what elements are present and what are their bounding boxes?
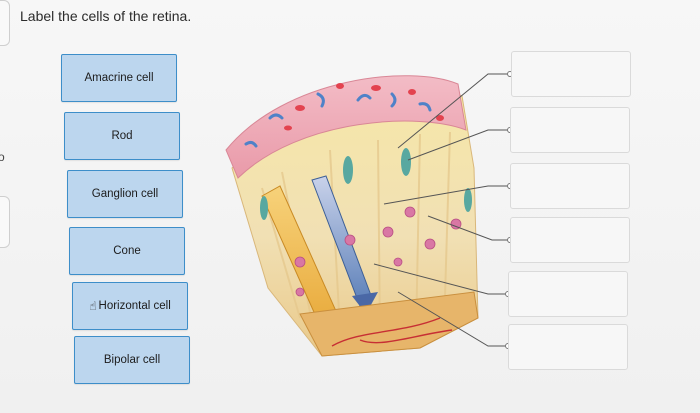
label-card-rod[interactable]: Rod [64, 112, 180, 160]
red-cells [284, 83, 444, 131]
rod-arrow-tip [352, 292, 378, 314]
drop-target-4[interactable] [510, 217, 630, 263]
label-card-cone[interactable]: Cone [69, 227, 185, 275]
edge-glyph: o [0, 150, 5, 164]
hand-pointer-icon: ☝ [89, 299, 97, 313]
vascular-layer [225, 75, 467, 179]
label-text: Ganglion cell [91, 188, 159, 200]
leader-lines [373, 73, 510, 347]
label-card-amacrine[interactable]: Amacrine cell [61, 54, 177, 102]
question-prompt: Label the cells of the retina. [20, 8, 192, 24]
neuron-cells [294, 206, 462, 297]
drop-target-2[interactable] [510, 107, 630, 153]
blood-cells [244, 92, 432, 148]
left-edge-tab-top[interactable] [0, 0, 10, 46]
label-text: Bipolar cell [103, 354, 161, 366]
drop-target-3[interactable] [510, 163, 630, 209]
left-edge-tab-middle[interactable] [0, 196, 10, 248]
lower-vessels [331, 317, 453, 347]
label-card-ganglion[interactable]: Ganglion cell [67, 170, 183, 218]
drop-target-6[interactable] [508, 324, 628, 370]
label-text: Cone [113, 245, 141, 257]
teal-cells [260, 148, 472, 220]
drop-target-5[interactable] [508, 271, 628, 317]
label-card-bipolar[interactable]: Bipolar cell [74, 336, 190, 384]
label-text: Amacrine cell [84, 72, 154, 84]
label-text: Horizontal cell [98, 300, 171, 312]
label-card-horizontal[interactable]: ☝ Horizontal cell [72, 282, 188, 330]
drop-target-1[interactable] [511, 51, 631, 97]
label-text: Rod [111, 130, 133, 142]
